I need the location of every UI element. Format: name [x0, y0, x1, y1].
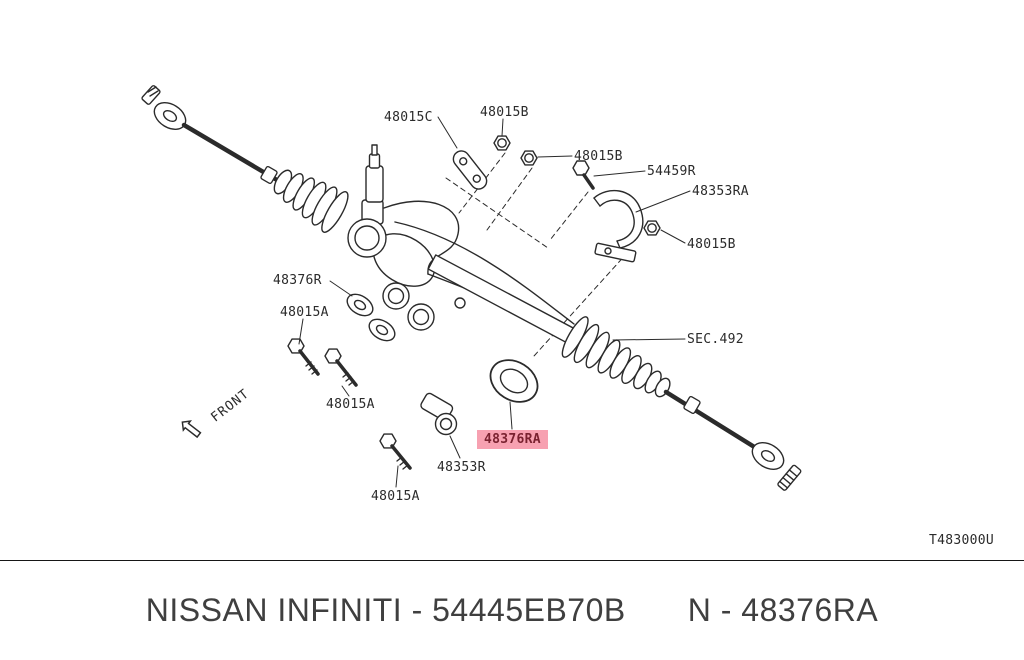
part-label-sec492[interactable]: SEC.492 [687, 332, 744, 347]
bolt-3 [379, 433, 412, 470]
boot-left [273, 169, 349, 233]
bolt-1 [287, 338, 320, 376]
banner-brand-part-number: NISSAN INFINITI - 54445EB70B [145, 592, 626, 628]
leader-lines [298, 116, 691, 488]
part-label-48376r[interactable]: 48376R [273, 273, 322, 288]
steering-gear-drawing [141, 85, 802, 491]
diagram-ref-code: T483000U [929, 533, 995, 548]
bolt-2 [324, 348, 358, 387]
part-label-48353ra[interactable]: 48353RA [692, 184, 749, 199]
washer-2 [368, 318, 396, 342]
inner-tie-rod-left [181, 122, 285, 186]
nut-3 [643, 220, 661, 236]
tie-rod-end-left [141, 85, 187, 130]
part-label-48015a-2[interactable]: 48015A [326, 397, 375, 412]
part-label-48015a-1[interactable]: 48015A [280, 305, 329, 320]
footer-banner: NISSAN INFINITI - 54445EB70B N - 48376RA [0, 560, 1024, 660]
part-label-48353r[interactable]: 48353R [437, 460, 486, 475]
inner-tie-rod-right [663, 389, 759, 451]
mount-clamp [420, 392, 458, 436]
part-label-48015a-3[interactable]: 48015A [371, 489, 420, 504]
part-label-48015b-3[interactable]: 48015B [687, 237, 736, 252]
rack-tube [427, 254, 578, 345]
gear-housing [347, 144, 436, 331]
part-label-48015b-2[interactable]: 48015B [574, 149, 623, 164]
banner-reference-number: N - 48376RA [687, 592, 879, 628]
tie-rod-end-right [751, 442, 802, 491]
boot-right [561, 316, 671, 398]
steering-gear-diagram: 48015C 48015B 48015B 54459R 48353RA 4801… [141, 85, 995, 548]
part-label-48376ra-highlighted[interactable]: 48376RA [477, 430, 548, 449]
mount-bushing [489, 359, 539, 403]
part-label-48015c[interactable]: 48015C [384, 110, 433, 125]
mount-bracket-strap [593, 189, 644, 263]
nut-2 [520, 150, 538, 166]
part-label-54459r[interactable]: 54459R [647, 164, 696, 179]
part-label-48015b-1[interactable]: 48015B [480, 105, 529, 120]
washer-1 [346, 293, 374, 317]
bracket-bolt [572, 160, 595, 190]
mount-plate [452, 150, 488, 190]
nut-1 [493, 135, 511, 151]
